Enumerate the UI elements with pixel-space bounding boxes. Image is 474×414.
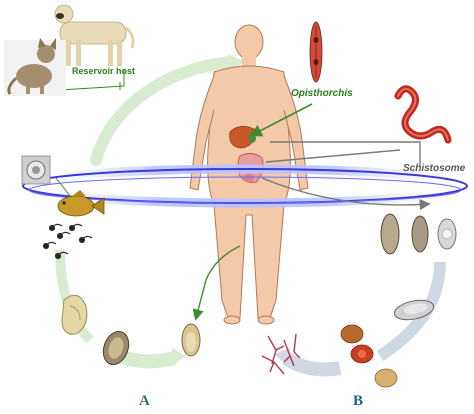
schistosome-to-eggs-line — [261, 177, 431, 211]
infection-ring — [18, 164, 472, 208]
fish-icon — [57, 190, 105, 217]
miracidium-egg-icon — [102, 331, 130, 365]
snail-icon — [61, 294, 88, 335]
egg-thumbnail-icon — [21, 155, 51, 185]
bladder-organ — [244, 174, 254, 182]
cycle-b-label: B — [353, 393, 364, 409]
cercariae-b-icon — [261, 333, 301, 375]
schistosome-worm-icon — [394, 85, 452, 144]
dog-icon — [54, 4, 135, 66]
schistosome-pointer-1 — [270, 141, 421, 166]
opisthorchis-pointer — [249, 103, 313, 137]
opisthorchis-egg-icon — [181, 323, 201, 357]
miracidium-icon — [393, 299, 435, 321]
opisthorchis-label: Opisthorchis — [291, 88, 353, 99]
schistosome-pointer-2 — [265, 149, 401, 163]
opisthorchis-worm-icon — [309, 21, 323, 83]
reservoir-host-label: Reservoir host — [72, 66, 136, 76]
snail-b-icons — [340, 324, 398, 388]
human-to-egg-line — [192, 245, 241, 321]
schistosome-eggs-icon — [380, 213, 457, 255]
cercariae-a-icon — [42, 223, 93, 260]
fish-pointer — [55, 177, 71, 197]
schistosome-label: Schistosome — [403, 163, 466, 174]
cycle-a-label: A — [139, 393, 150, 409]
reservoir-bracket — [59, 70, 125, 91]
cat-icon — [4, 38, 66, 96]
